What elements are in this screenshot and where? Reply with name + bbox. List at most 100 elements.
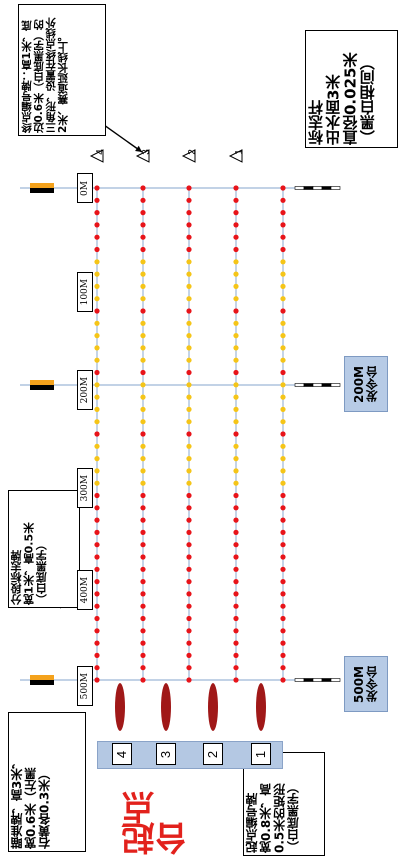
pole-segment xyxy=(312,383,323,387)
buoy xyxy=(186,677,192,683)
buoy xyxy=(186,308,192,314)
pole-segment xyxy=(330,186,341,190)
buoy xyxy=(280,283,286,289)
buoy xyxy=(280,333,286,339)
buoy xyxy=(280,296,286,302)
buoy xyxy=(186,419,192,425)
buoy xyxy=(94,443,100,449)
buoy xyxy=(94,505,100,511)
arrow-finish-board xyxy=(103,124,143,153)
buoy xyxy=(233,468,239,474)
buoy xyxy=(233,665,239,671)
buoy xyxy=(140,259,146,265)
buoy xyxy=(186,369,192,376)
pole-segment xyxy=(321,383,332,387)
pole-segment xyxy=(312,186,323,190)
finish-lane-triangle-1: 1 xyxy=(228,149,245,163)
buoy xyxy=(140,197,146,203)
distance-label-0m: 0M xyxy=(77,173,93,203)
buoy xyxy=(186,382,192,388)
buoy xyxy=(233,333,239,339)
buoy xyxy=(280,222,286,228)
buoy xyxy=(140,210,146,216)
buoy xyxy=(233,382,239,388)
buoy xyxy=(280,529,286,536)
buoy xyxy=(233,357,239,363)
start-platform-500m: 500M 发令台 xyxy=(344,656,388,712)
finish-lane-number: 1 xyxy=(234,149,245,155)
buoy xyxy=(140,333,146,339)
buoy xyxy=(280,628,286,634)
buoy xyxy=(280,443,286,449)
buoy xyxy=(140,296,146,302)
buoy xyxy=(140,603,146,609)
buoy xyxy=(186,271,192,277)
buoy xyxy=(233,542,239,548)
buoy xyxy=(280,492,286,499)
buoy xyxy=(94,369,100,376)
pole-segment xyxy=(330,678,341,682)
pole-segment xyxy=(294,383,305,387)
buoy xyxy=(280,603,286,609)
buoy xyxy=(140,517,146,523)
buoy xyxy=(94,554,100,560)
buoy xyxy=(140,652,146,659)
buoy xyxy=(280,369,286,376)
buoy xyxy=(186,456,192,462)
buoy xyxy=(233,566,239,572)
buoy xyxy=(94,492,100,499)
buoy xyxy=(280,419,286,425)
buoy xyxy=(233,517,239,523)
buoy xyxy=(186,542,192,548)
segment-board-note: 分段标志牌 宽1米，高0.5米 （白底黑字） xyxy=(8,490,80,608)
buoy xyxy=(140,665,146,671)
buoy xyxy=(140,591,146,597)
buoy xyxy=(280,308,286,314)
buoy xyxy=(94,271,100,277)
start-lane-number-3: 3 xyxy=(156,743,176,765)
buoy xyxy=(94,308,100,314)
start-lane-number-1: 1 xyxy=(251,743,271,765)
buoy xyxy=(233,369,239,376)
buoy xyxy=(94,591,100,597)
buoy xyxy=(94,197,100,203)
buoy xyxy=(280,197,286,203)
buoy xyxy=(140,615,146,622)
buoy xyxy=(186,259,192,265)
finish-triangle xyxy=(228,149,243,163)
start-lane-number-2: 2 xyxy=(203,743,223,765)
buoy xyxy=(280,554,286,560)
start-platform-200m: 200M 发令台 xyxy=(344,356,388,412)
buoy xyxy=(186,640,192,646)
buoy xyxy=(94,640,100,646)
buoy xyxy=(280,210,286,216)
buoy xyxy=(94,566,100,572)
buoy xyxy=(186,665,192,671)
buoy xyxy=(233,210,239,216)
buoy xyxy=(140,419,146,425)
buoy xyxy=(140,542,146,548)
buoy xyxy=(140,443,146,449)
buoy xyxy=(94,468,100,474)
buoy xyxy=(186,283,192,289)
buoy xyxy=(186,210,192,216)
buoy xyxy=(186,246,192,253)
buoy xyxy=(186,579,192,585)
buoy xyxy=(94,603,100,609)
pole-segment xyxy=(321,678,332,682)
marker-pole-finish xyxy=(294,186,341,190)
aim-board-note: 瞄准牌，高3米， 宽0.6米（左黑 右黄各0.3米） xyxy=(8,712,86,852)
buoy xyxy=(233,579,239,585)
buoy xyxy=(140,566,146,572)
buoy xyxy=(94,665,100,671)
buoy xyxy=(94,345,100,351)
buoy xyxy=(140,456,146,462)
buoy xyxy=(233,529,239,536)
buoy xyxy=(280,320,286,326)
buoy xyxy=(140,406,146,412)
buoy xyxy=(233,554,239,560)
distance-label-200m: 200M xyxy=(77,370,93,410)
start-platform-title: 起点台 xyxy=(121,793,193,855)
